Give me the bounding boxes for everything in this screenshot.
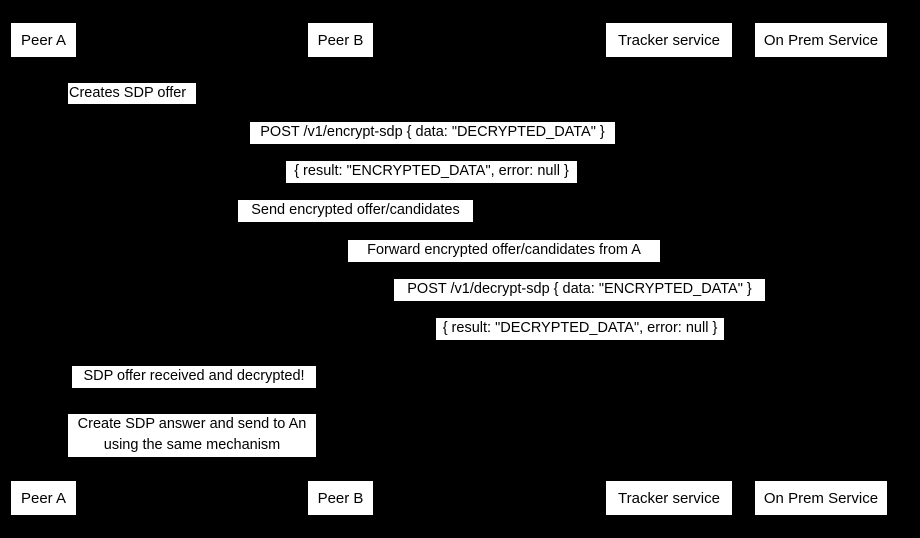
message-forward-encrypted-offer[interactable]: Forward encrypted offer/candidates from … (348, 240, 660, 262)
message-post-decrypt-sdp[interactable]: POST /v1/decrypt-sdp { data: "ENCRYPTED_… (394, 279, 765, 301)
message-sdp-offer-received[interactable]: SDP offer received and decrypted! (72, 366, 316, 388)
lifeline-peer-b (340, 58, 342, 480)
participant-peer-a[interactable]: Peer A (10, 480, 77, 516)
lifeline-on-prem-service (821, 58, 822, 480)
participant-label: On Prem Service (763, 489, 879, 507)
participant-label: On Prem Service (763, 31, 879, 49)
participant-tracker-service[interactable]: Tracker service (605, 480, 733, 516)
lifeline-peer-a (43, 58, 45, 480)
participant-label: Tracker service (618, 489, 720, 507)
message-post-encrypt-sdp[interactable]: POST /v1/encrypt-sdp { data: "DECRYPTED_… (250, 122, 615, 144)
participant-label: Tracker service (618, 31, 720, 49)
participant-on-prem-service[interactable]: On Prem Service (754, 22, 888, 58)
message-decrypt-sdp-result[interactable]: { result: "DECRYPTED_DATA", error: null … (436, 318, 724, 340)
participant-label: Peer B (317, 489, 364, 507)
participant-on-prem-service[interactable]: On Prem Service (754, 480, 888, 516)
message-create-sdp-answer[interactable]: Create SDP answer and send to An using t… (68, 414, 316, 457)
message-send-encrypted-offer[interactable]: Send encrypted offer/candidates (238, 200, 473, 222)
message-creates-sdp-offer[interactable]: Creates SDP offer (68, 83, 196, 104)
participant-label: Peer A (20, 489, 67, 507)
participant-tracker-service[interactable]: Tracker service (605, 22, 733, 58)
message-encrypt-sdp-result[interactable]: { result: "ENCRYPTED_DATA", error: null … (286, 161, 577, 183)
participant-label: Peer A (20, 31, 67, 49)
participant-label: Peer B (317, 31, 364, 49)
participant-peer-b[interactable]: Peer B (307, 480, 374, 516)
lifeline-tracker-service (669, 58, 670, 480)
participant-peer-b[interactable]: Peer B (307, 22, 374, 58)
participant-peer-a[interactable]: Peer A (10, 22, 77, 58)
